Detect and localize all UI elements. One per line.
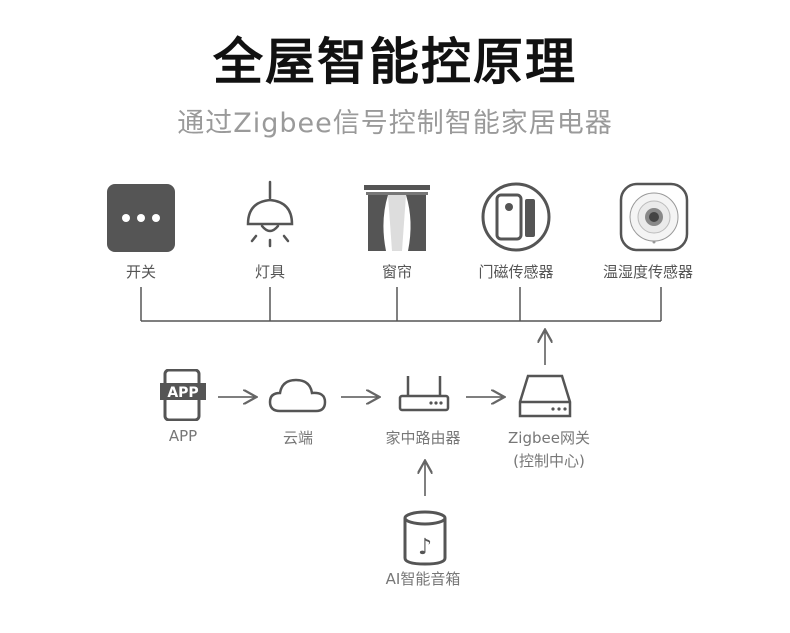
cloud-icon [268, 378, 327, 413]
svg-text:♪: ♪ [418, 535, 432, 560]
router-label: 家中路由器 [385, 429, 461, 447]
smart-speaker-icon: ♪ [403, 510, 447, 566]
gateway-icon [518, 374, 572, 418]
device-label-curtain: 窗帘 [381, 263, 413, 281]
page-subtitle: 通过Zigbee信号控制智能家居电器 [177, 108, 613, 139]
app-icon-text: APP [167, 385, 198, 401]
device-label-thermo-sensor: 温湿度传感器 [602, 263, 694, 281]
router-icon [398, 376, 450, 412]
device-label-switch: 开关 [125, 263, 157, 281]
speaker-label: AI智能音箱 [385, 570, 461, 588]
lamp-icon [246, 180, 294, 248]
app-icon: APP [160, 369, 206, 421]
app-label: APP [168, 427, 198, 445]
door-sensor-icon [481, 182, 551, 252]
device-label-door-sensor: 门磁传感器 [478, 263, 554, 281]
gateway-label: Zigbee网关 [508, 429, 590, 447]
switch-icon [107, 184, 175, 252]
gateway-sublabel: (控制中心) [513, 452, 585, 470]
cloud-label: 云端 [282, 429, 314, 447]
curtain-icon [364, 185, 430, 251]
temperature-humidity-sensor-icon [619, 182, 689, 252]
device-label-lamp: 灯具 [254, 263, 286, 281]
page-title: 全屋智能控原理 [213, 33, 577, 91]
